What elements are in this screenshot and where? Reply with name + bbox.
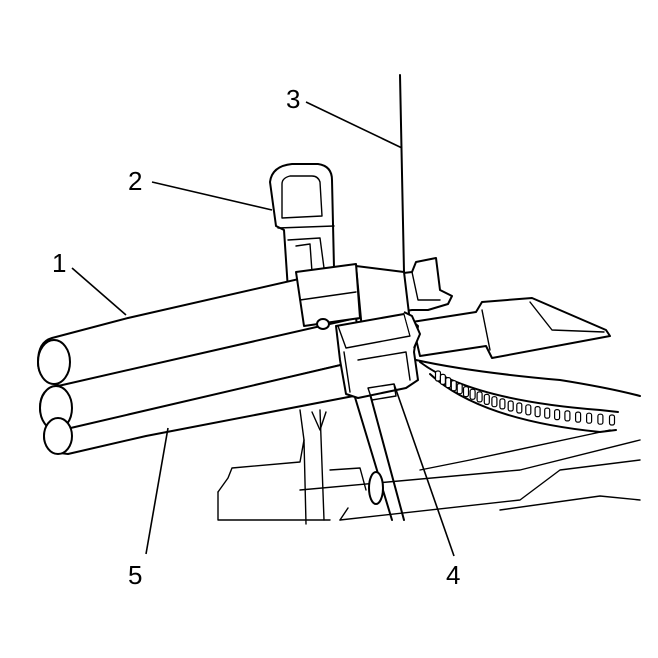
band-hole (507, 400, 514, 412)
callout-5: 5 (128, 560, 142, 590)
band-hole (434, 370, 442, 382)
band-hole (483, 393, 490, 405)
band-hole (499, 398, 506, 410)
band-hole (574, 411, 582, 423)
callout-1: 1 (52, 248, 66, 278)
tube-clip (335, 311, 421, 401)
band-perforations (434, 370, 616, 426)
band-hole (516, 402, 523, 414)
band-hole (476, 391, 483, 403)
band-hole (608, 414, 616, 426)
leader-lines (71, 101, 455, 557)
background-structure (217, 409, 641, 525)
hose-clamp-band (415, 359, 641, 433)
band-hole (597, 413, 604, 425)
band-hole (469, 388, 476, 400)
band-hole (525, 404, 532, 416)
leader-5 (145, 427, 169, 555)
band-hole (450, 380, 457, 392)
band-hole (456, 383, 463, 395)
band-hole (439, 373, 446, 385)
band-hole (445, 377, 452, 389)
band-hole (491, 396, 498, 408)
band-hole (564, 410, 571, 422)
leader-3 (305, 101, 403, 149)
band-hole (462, 386, 470, 398)
leader-2 (151, 181, 273, 211)
leader-4 (393, 383, 455, 557)
band-hole (553, 409, 561, 421)
callout-2: 2 (128, 166, 142, 196)
vertical-rod (353, 74, 405, 521)
callout-4: 4 (446, 560, 460, 590)
leader-1 (71, 267, 127, 316)
band-hole (585, 412, 593, 424)
band-hole (534, 406, 541, 418)
callout-3: 3 (286, 84, 300, 114)
band-hole (544, 407, 551, 419)
tube-assembly (37, 263, 411, 455)
